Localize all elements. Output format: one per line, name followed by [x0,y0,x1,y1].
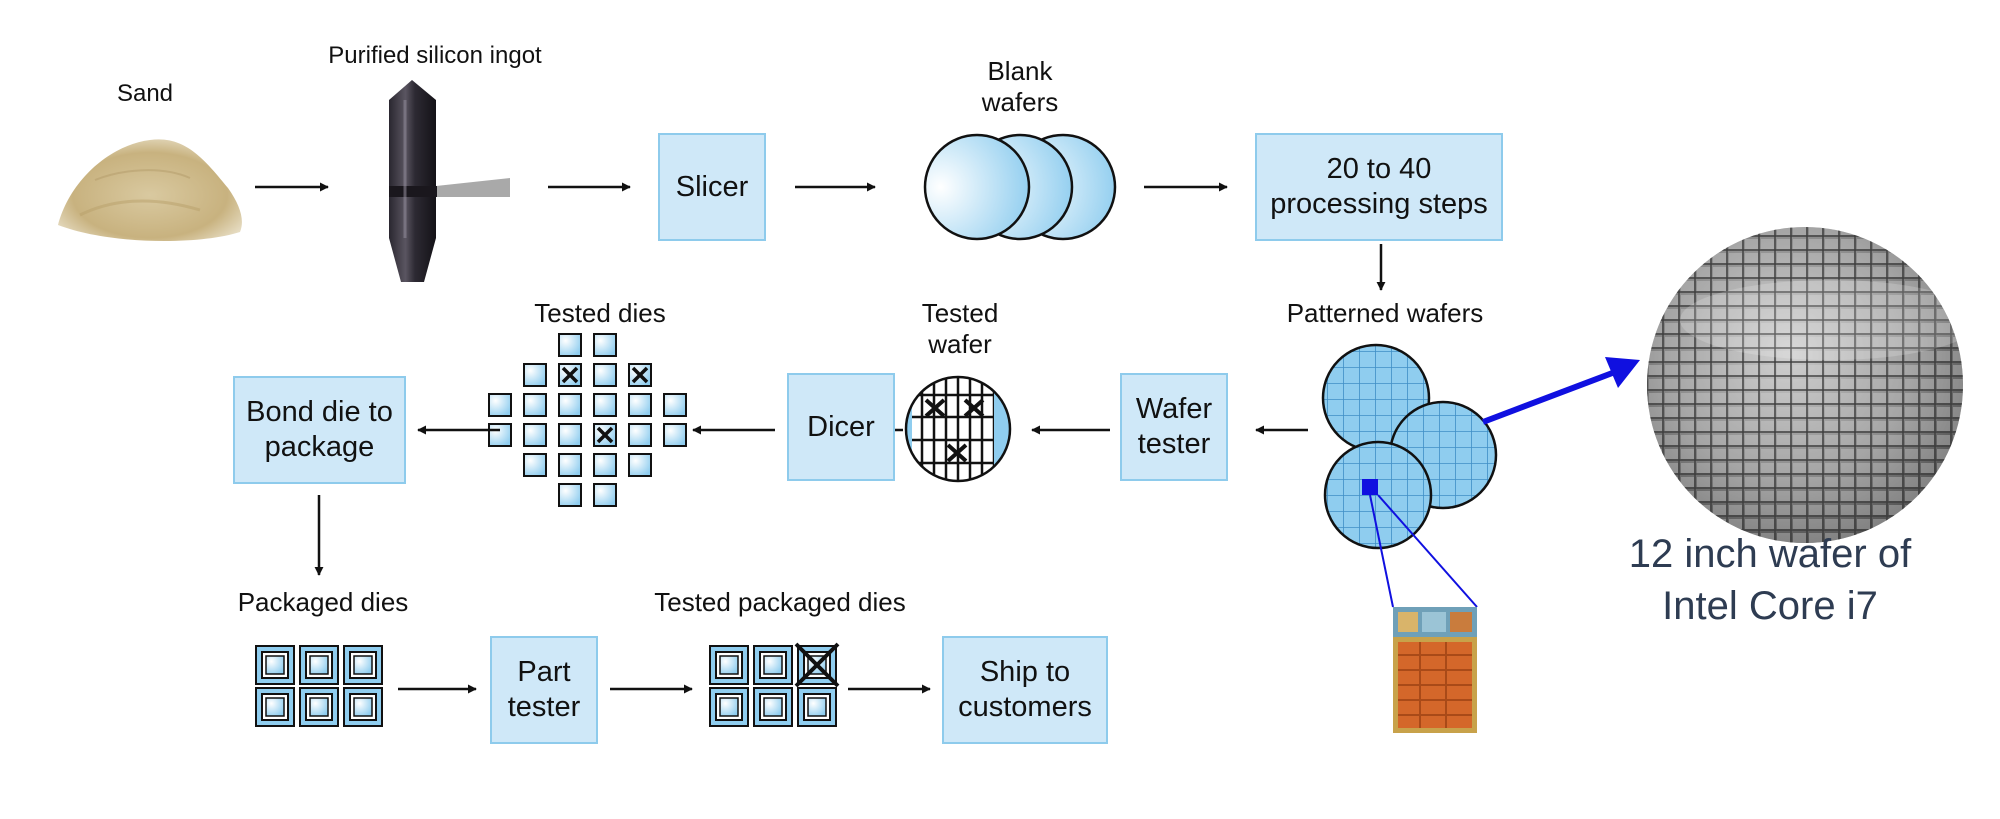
silicon-ingot-image [389,80,510,282]
ship-text-line1: Ship to [979,656,1071,689]
processing-steps-box: 20 to 40 processing steps [1255,133,1503,241]
tested-wafer-icon [904,375,1012,483]
die-photo-image [1393,607,1477,733]
ship-to-customers-box: Ship to customers [942,636,1108,744]
dicer-text: Dicer [807,410,875,443]
tested-wafer-label-line2: wafer [928,329,992,360]
processing-text-line1: 20 to 40 [1326,153,1432,186]
part-tester-text-line1: Part [517,656,571,689]
ship-text-line2: customers [958,691,1092,723]
bond-text-line1: Bond die to [246,396,393,429]
blank-wafers-label: Blank wafers [950,56,1090,118]
wafer-caption: 12 inch wafer of Intel Core i7 [1620,528,1920,632]
die [488,423,512,447]
bond-die-box: Bond die to package [233,376,406,484]
packaged-dies-label: Packaged dies [237,587,409,617]
zoom-highlight-arrow [1481,357,1640,425]
die [663,423,687,447]
blank-wafers-label-line2: wafers [981,87,1059,118]
part-tester-box: Part tester [490,636,598,744]
slicer-box: Slicer [658,133,766,241]
die [523,393,547,417]
intel-core-i7-wafer-photo [1647,227,1963,543]
tested-packaged-dies-icon [709,642,840,727]
die [663,393,687,417]
blank-wafers-icon [923,133,1117,241]
wafer-tester-text-line1: Wafer [1135,393,1213,426]
die [558,453,582,477]
die-zoom-lines [1369,494,1478,608]
selected-die-marker [1362,479,1378,495]
wafer-caption-line1: 12 inch wafer of [1628,532,1912,576]
patterned-wafers-label: Patterned wafers [1286,298,1484,328]
bond-text-line2: package [264,431,375,463]
die [628,453,652,477]
dicer-box: Dicer [787,373,895,481]
die [593,363,617,387]
die [593,333,617,357]
die [558,423,582,447]
blank-wafers-label-line1: Blank [987,56,1053,86]
slicer-text: Slicer [675,170,749,203]
tested-wafer-fail-marks [924,398,985,463]
die [628,393,652,417]
die [488,393,512,417]
die [558,393,582,417]
tested-wafer-label-line1: Tested [921,298,999,328]
tested-packaged-dies-label: Tested packaged dies [654,587,906,617]
die [523,363,547,387]
sand-label: Sand [116,80,174,107]
patterned-wafers-icon [1321,343,1498,550]
die [523,423,547,447]
sand-pile-image [58,139,242,242]
wafer-tester-box: Wafer tester [1120,373,1228,481]
die [593,483,617,507]
tested-dies-label: Tested dies [534,298,666,328]
part-tester-text-line2: tester [507,691,581,723]
tested-dies-icon [488,333,687,507]
die [523,453,547,477]
die [593,393,617,417]
die [558,483,582,507]
die [593,453,617,477]
packaged-dies-icon [255,645,383,727]
die [558,333,582,357]
processing-text-line2: processing steps [1270,188,1488,220]
wafer-tester-text-line2: tester [1137,428,1211,460]
die [628,423,652,447]
tested-wafer-label: Tested wafer [900,298,1020,360]
wafer-caption-line2: Intel Core i7 [1662,584,1878,628]
ingot-label: Purified silicon ingot [328,42,542,69]
